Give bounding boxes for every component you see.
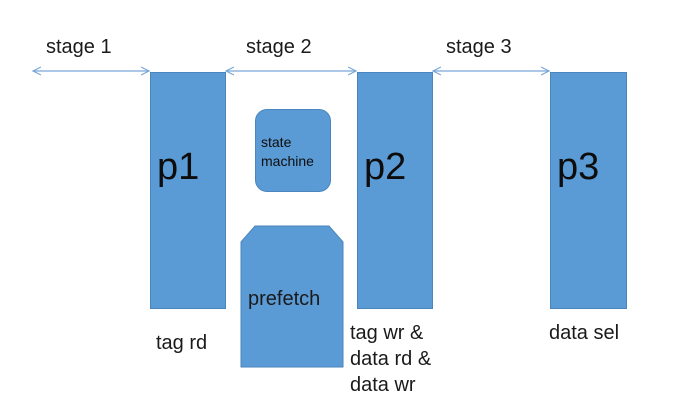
prefetch-label: prefetch bbox=[248, 288, 321, 310]
p1-label: p1 bbox=[157, 146, 200, 188]
state-machine-block bbox=[255, 109, 331, 192]
stage-2-label: stage 2 bbox=[246, 36, 312, 58]
state-machine-label: state machine bbox=[261, 133, 314, 171]
stage-1-label: stage 1 bbox=[46, 36, 112, 58]
p2-block bbox=[357, 72, 433, 309]
stage-3-label: stage 3 bbox=[446, 36, 512, 58]
p2-caption: tag wr & data rd & data wr bbox=[350, 320, 431, 398]
state-machine-line-2: machine bbox=[261, 153, 314, 169]
p2-caption-line-1: tag wr & bbox=[350, 322, 424, 344]
p2-caption-line-2: data rd & bbox=[350, 348, 432, 370]
p2-caption-line-3: data wr bbox=[350, 374, 416, 396]
p3-block bbox=[550, 72, 627, 309]
p1-block bbox=[150, 72, 226, 309]
state-machine-line-1: state bbox=[261, 134, 292, 150]
p3-caption: data sel bbox=[549, 322, 620, 344]
p2-label: p2 bbox=[364, 146, 407, 188]
p1-caption: tag rd bbox=[156, 332, 208, 354]
p3-label: p3 bbox=[557, 146, 600, 188]
prefetch-block bbox=[240, 225, 344, 368]
